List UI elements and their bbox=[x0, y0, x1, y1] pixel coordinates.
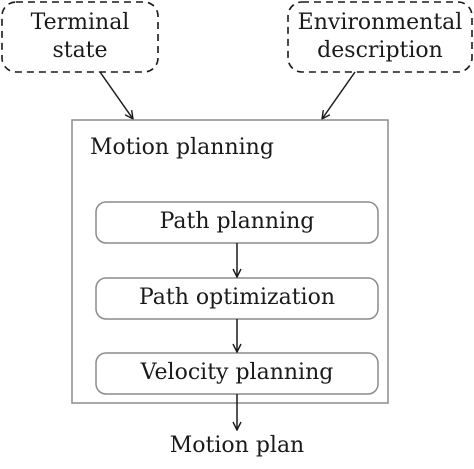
terminal-state-box bbox=[1, 1, 159, 73]
velocity-planning-label: Velocity planning bbox=[140, 360, 334, 385]
motion-planning-title: Motion planning bbox=[90, 135, 274, 160]
arrow-terminal-to-module bbox=[99, 71, 133, 119]
environmental-description-box bbox=[287, 1, 473, 73]
terminal-state-line-2: state bbox=[52, 38, 108, 63]
arrow-environment-to-module bbox=[322, 71, 356, 119]
path-optimization-label: Path optimization bbox=[138, 285, 336, 310]
environmental-description-line-1: Environmental bbox=[297, 10, 463, 35]
path-planning-label: Path planning bbox=[159, 209, 315, 234]
environmental-description-label: Environmental description bbox=[288, 9, 472, 65]
terminal-state-line-1: Terminal bbox=[30, 10, 130, 35]
terminal-state-label: Terminal state bbox=[2, 9, 158, 65]
motion-planning-module-box bbox=[71, 119, 389, 404]
motion-plan-output-label: Motion plan bbox=[169, 433, 305, 458]
environmental-description-line-2: description bbox=[317, 38, 443, 63]
